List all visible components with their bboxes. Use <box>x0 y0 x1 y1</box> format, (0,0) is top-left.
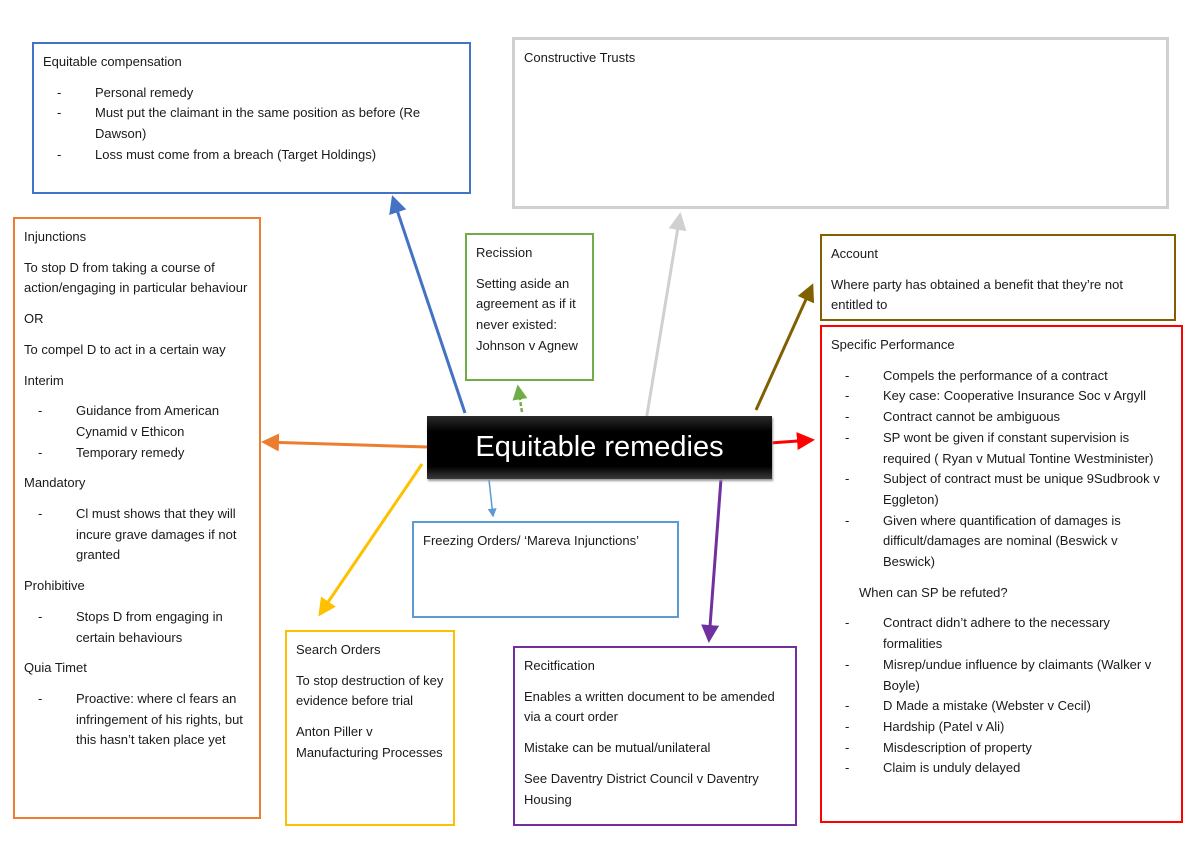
account-title: Account <box>831 246 878 261</box>
rectification-box: Recitfication Enables a written document… <box>513 646 797 826</box>
recission-title: Recission <box>476 245 533 260</box>
interim-list: Guidance from American Cynamid v Ethicon… <box>24 401 250 463</box>
equitable-compensation-list: Personal remedy Must put the claimant in… <box>43 83 460 166</box>
list-item: Contract didn’t adhere to the necessary … <box>845 613 1172 654</box>
injunctions-compel: To compel D to act in a certain way <box>24 341 226 357</box>
rectification-see: See Daventry District Council v Daventry… <box>524 770 759 807</box>
list-item: Hardship (Patel v Ali) <box>845 717 1172 738</box>
injunctions-title: Injunctions <box>24 229 87 244</box>
equitable-compensation-box: Equitable compensation Personal remedy M… <box>32 42 471 194</box>
rectification-text: Enables a written document to be amended… <box>524 688 775 725</box>
search-orders-title: Search Orders <box>296 642 381 657</box>
list-item: Stops D from engaging in certain behavio… <box>38 607 250 648</box>
list-item: Loss must come from a breach (Target Hol… <box>57 145 460 166</box>
specific-performance-title: Specific Performance <box>831 337 955 352</box>
search-orders-box: Search Orders To stop destruction of key… <box>285 630 455 826</box>
specific-performance-list: Compels the performance of a contract Ke… <box>831 366 1172 573</box>
freezing-orders-title: Freezing Orders/ ‘Mareva Injunctions’ <box>423 533 640 548</box>
arrow-to-constructive-trusts <box>643 212 687 428</box>
account-text: Where party has obtained a benefit that … <box>831 276 1123 313</box>
search-orders-case: Anton Piller v Manufacturing Processes <box>296 724 443 760</box>
arrow-to-specific-performance <box>769 432 815 451</box>
list-item: Cl must shows that they will incure grav… <box>38 504 250 566</box>
list-item: Must put the claimant in the same positi… <box>57 103 460 144</box>
rectification-title: Recitfication <box>524 658 595 673</box>
list-item: Temporary remedy <box>38 443 250 464</box>
refuted-list: Contract didn’t adhere to the necessary … <box>831 613 1172 779</box>
arrow-to-freezing-orders <box>487 479 497 518</box>
interim-heading: Interim <box>24 372 64 388</box>
rectification-mistake: Mistake can be mutual/unilateral <box>524 740 711 756</box>
central-topic-label: Equitable remedies <box>475 431 724 463</box>
recission-box: Recission Setting aside an agreement as … <box>465 233 594 381</box>
equitable-compensation-title: Equitable compensation <box>43 54 182 69</box>
list-item: Misdescription of property <box>845 738 1172 759</box>
prohibitive-list: Stops D from engaging in certain behavio… <box>24 607 250 648</box>
quia-timet-list: Proactive: where cl fears an infringemen… <box>24 689 250 751</box>
account-box: Account Where party has obtained a benef… <box>820 234 1176 321</box>
refuted-heading: When can SP be refuted? <box>859 584 1008 600</box>
specific-performance-box: Specific Performance Compels the perform… <box>820 325 1183 823</box>
quia-timet-heading: Quia Timet <box>24 660 87 676</box>
list-item: Contract cannot be ambiguous <box>845 407 1172 428</box>
arrow-to-rectification <box>701 478 723 643</box>
list-item: Guidance from American Cynamid v Ethicon <box>38 401 250 442</box>
list-item: SP wont be given if constant supervision… <box>845 428 1172 469</box>
constructive-trusts-title: Constructive Trusts <box>524 50 636 65</box>
arrow-to-account <box>754 283 815 411</box>
injunctions-box: Injunctions To stop D from taking a cour… <box>13 217 261 819</box>
prohibitive-heading: Prohibitive <box>24 578 85 594</box>
list-item: Personal remedy <box>57 83 460 104</box>
list-item: Subject of contract must be unique 9Sudb… <box>845 469 1172 510</box>
list-item: Compels the performance of a contract <box>845 366 1172 387</box>
arrow-to-recission <box>512 384 528 413</box>
arrow-to-equitable-compensation <box>389 195 467 414</box>
injunctions-or: OR <box>24 311 44 327</box>
list-item: Claim is unduly delayed <box>845 758 1172 779</box>
constructive-trusts-box: Constructive Trusts <box>512 37 1169 209</box>
list-item: Misrep/undue influence by claimants (Wal… <box>845 655 1172 696</box>
freezing-orders-box: Freezing Orders/ ‘Mareva Injunctions’ <box>412 521 679 618</box>
injunctions-intro: To stop D from taking a course of action… <box>24 259 248 296</box>
recission-text: Setting aside an agreement as if it neve… <box>476 275 578 353</box>
list-item: Key case: Cooperative Insurance Soc v Ar… <box>845 386 1172 407</box>
central-topic: Equitable remedies <box>427 416 772 479</box>
list-item: D Made a mistake (Webster v Cecil) <box>845 696 1172 717</box>
arrow-to-injunctions <box>261 433 429 452</box>
list-item: Proactive: where cl fears an infringemen… <box>38 689 250 751</box>
list-item: Given where quantification of damages is… <box>845 511 1172 573</box>
mandatory-list: Cl must shows that they will incure grav… <box>24 504 250 566</box>
search-orders-text: To stop destruction of key evidence befo… <box>296 672 444 709</box>
mandatory-heading: Mandatory <box>24 475 86 491</box>
arrow-to-search-orders <box>318 463 424 617</box>
